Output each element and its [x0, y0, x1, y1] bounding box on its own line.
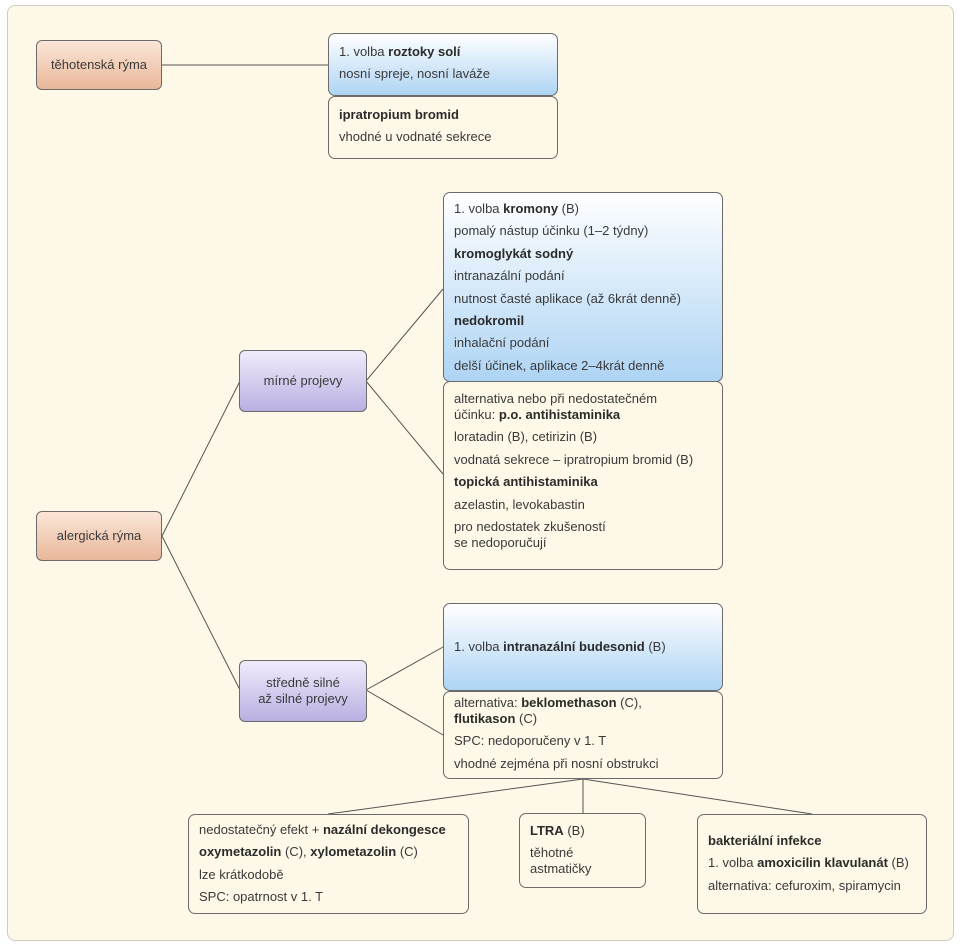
- box-bacterial-infection: bakteriální infekce 1. volba amoxicilin …: [697, 814, 927, 914]
- beclomethasone-line-4: vhodné zejména při nosní obstrukci: [454, 755, 659, 771]
- ipratropium-line-1: ipratropium bromid: [339, 107, 459, 122]
- connector-to-bacterial: [582, 778, 813, 815]
- ipratropium-line-2: vhodné u vodnaté sekrece: [339, 129, 492, 145]
- cromones-line-5: nutnost časté aplikace (až 6krát denně): [454, 290, 681, 306]
- cromones-line-6: nedokromil: [454, 312, 525, 328]
- node-mild-symptoms: mírné projevy: [239, 350, 367, 412]
- cromones-line-8: delší účinek, aplikace 2–4krát denně: [454, 357, 665, 373]
- beclomethasone-line-3: SPC: nedoporučeny v 1. T: [454, 733, 607, 749]
- box-budesonide-first-choice: 1. volba intranazální budesonid (B): [443, 603, 723, 691]
- bacterial-line-2: 1. volba amoxicilin klavulanát (B): [708, 855, 909, 871]
- antihistamines-line-6b: se nedoporučují: [454, 534, 547, 550]
- connector-to-decongestion: [327, 778, 584, 815]
- connector-allergic-moderate: [161, 535, 241, 691]
- saline-line-1: 1. volba roztoky solí: [339, 44, 461, 59]
- box-antihistamines: alternativa nebo při nedostatečném účink…: [443, 381, 723, 570]
- antihistamines-line-4: topická antihistaminika: [454, 474, 598, 490]
- decongestion-line-4: SPC: opatrnost v 1. T: [199, 889, 324, 905]
- ltra-line-1: LTRA (B): [530, 823, 585, 838]
- budesonide-line-1: 1. volba intranazální budesonid (B): [454, 639, 666, 654]
- cromones-line-3: kromoglykát sodný: [454, 245, 574, 261]
- ltra-line-2: těhotné: [530, 845, 574, 861]
- beclomethasone-line-1: alternativa: beklomethason (C),: [454, 695, 642, 710]
- cromones-line-4: intranazální podání: [454, 268, 565, 284]
- cromones-line-1: 1. volba kromony (B): [454, 201, 580, 216]
- node-allergic-label: alergická rýma: [56, 528, 142, 543]
- box-ltra: LTRA (B) těhotné astmatičky: [519, 813, 646, 888]
- antihistamines-line-5: azelastin, levokabastin: [454, 496, 585, 512]
- box-cromones-first-choice: 1. volba kromony (B) pomalý nástup účink…: [443, 192, 723, 382]
- beclomethasone-line-2: flutikason (C): [454, 711, 538, 726]
- antihistamines-line-1b: účinku: p.o. antihistaminika: [454, 407, 621, 422]
- node-moderate-label-2: až silné projevy: [258, 691, 348, 706]
- node-allergic-rhinitis: alergická rýma: [36, 511, 162, 561]
- decongestion-line-1: nedostatečný efekt + nazální dekongesce: [199, 822, 446, 837]
- connector-moderate-beclomethasone: [365, 689, 444, 736]
- node-moderate-label-1: středně silné: [266, 675, 340, 690]
- bacterial-line-1: bakteriální infekce: [708, 833, 822, 848]
- antihistamines-line-6a: pro nedostatek zkušeností: [454, 518, 606, 534]
- cromones-line-2: pomalý nástup účinku (1–2 týdny): [454, 223, 649, 239]
- connector-moderate-budesonide: [365, 646, 444, 691]
- bacterial-line-3: alternativa: cefuroxim, spiramycin: [708, 877, 901, 893]
- ltra-line-3: astmatičky: [530, 861, 592, 877]
- antihistamines-line-1a: alternativa nebo při nedostatečném: [454, 391, 658, 406]
- box-beclomethasone-alternative: alternativa: beklomethason (C), flutikas…: [443, 691, 723, 779]
- cromones-line-7: inhalační podání: [454, 335, 550, 351]
- node-moderate-symptoms: středně silné až silné projevy: [239, 660, 367, 722]
- node-pregnancy-rhinitis: těhotenská rýma: [36, 40, 162, 90]
- box-saline-first-choice: 1. volba roztoky solí nosní spreje, nosn…: [328, 33, 558, 96]
- antihistamines-line-2: loratadin (B), cetirizin (B): [454, 429, 598, 445]
- connector-allergic-mild: [161, 380, 241, 537]
- saline-line-2: nosní spreje, nosní laváže: [339, 66, 491, 82]
- node-mild-label: mírné projevy: [263, 373, 343, 388]
- node-pregnancy-label: těhotenská rýma: [50, 57, 148, 72]
- box-nasal-decongestion: nedostatečný efekt + nazální dekongesce …: [188, 814, 469, 914]
- connector-mild-antihistamines: [365, 380, 444, 475]
- decongestion-line-3: lze krátkodobě: [199, 866, 284, 882]
- box-ipratropium: ipratropium bromid vhodné u vodnaté sekr…: [328, 96, 558, 159]
- antihistamines-line-3: vodnatá sekrece – ipratropium bromid (B): [454, 451, 694, 467]
- decongestion-line-2: oxymetazolin (C), xylometazolin (C): [199, 844, 418, 860]
- connector-mild-cromones: [365, 288, 444, 382]
